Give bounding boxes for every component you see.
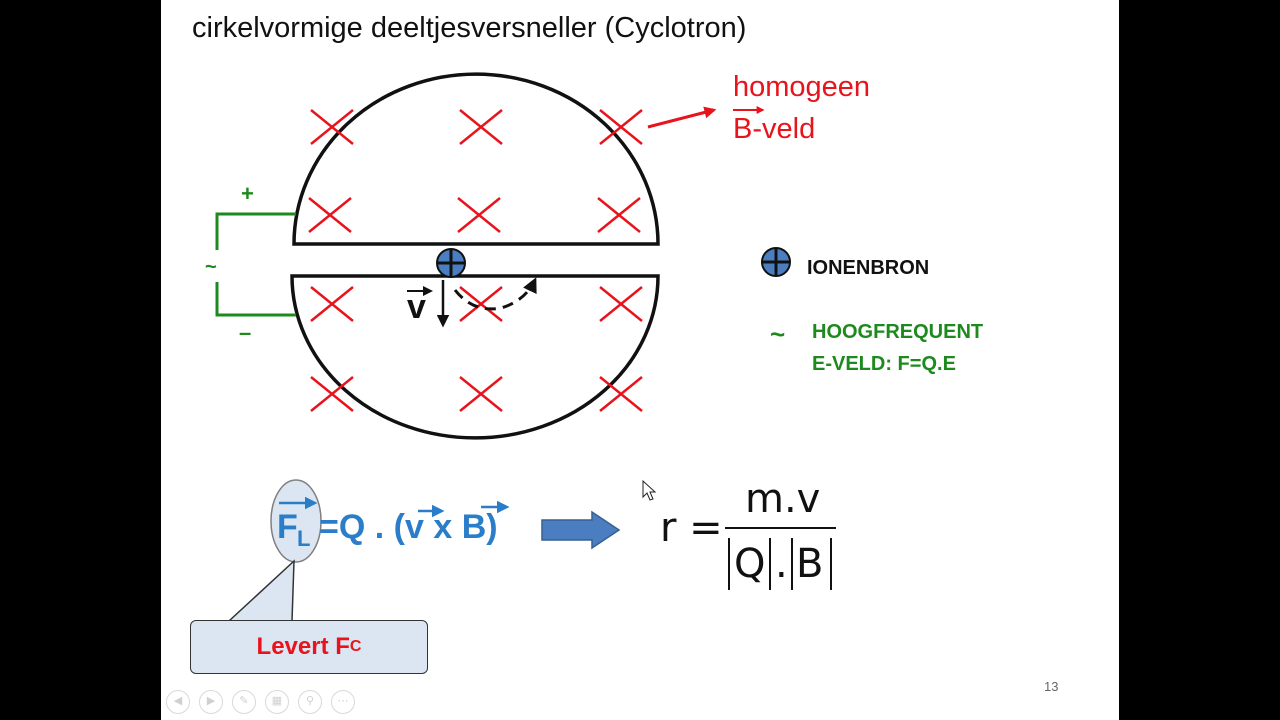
particle-path bbox=[453, 277, 537, 311]
lorentz-force-symbol: F bbox=[277, 508, 298, 546]
field-cross-icon bbox=[457, 197, 501, 233]
callout-subscript: C bbox=[349, 638, 362, 655]
radius-dot: . bbox=[775, 541, 788, 587]
field-cross-icon bbox=[599, 376, 643, 412]
pen-icon[interactable]: ✎ bbox=[232, 690, 256, 714]
hf-label-line1: HOOGFREQUENT bbox=[812, 321, 983, 343]
field-cross-icon bbox=[310, 286, 354, 322]
more-icon[interactable]: ⋯ bbox=[331, 690, 355, 714]
lower-dee bbox=[290, 274, 660, 440]
ion-source-icon bbox=[436, 248, 466, 278]
ac-source-tilde: ~ bbox=[205, 256, 217, 278]
legend-ion-icon bbox=[761, 247, 791, 277]
field-cross-icon bbox=[599, 286, 643, 322]
field-cross-icon bbox=[310, 376, 354, 412]
field-cross-icon bbox=[459, 376, 503, 412]
plus-terminal: + bbox=[241, 181, 254, 206]
prev-icon[interactable]: ◀ bbox=[166, 690, 190, 714]
radius-b: B bbox=[796, 541, 823, 587]
radius-numerator: m.v bbox=[745, 476, 820, 522]
lorentz-force-subscript: L bbox=[297, 526, 310, 551]
zoom-icon[interactable]: ⚲ bbox=[298, 690, 322, 714]
minus-terminal: – bbox=[239, 320, 251, 345]
hf-tilde: ~ bbox=[770, 319, 785, 349]
circuit-wire-top bbox=[215, 212, 296, 250]
field-cross-icon bbox=[599, 109, 643, 145]
lorentz-formula-rest: =Q . (v x B) bbox=[319, 508, 498, 546]
mouse-cursor-icon bbox=[642, 479, 657, 501]
slide-title: cirkelvormige deeltjesversneller (Cyclot… bbox=[192, 12, 747, 44]
field-cross-icon bbox=[459, 109, 503, 145]
next-icon[interactable]: ▶ bbox=[199, 690, 223, 714]
circuit-wire-bottom bbox=[215, 282, 296, 317]
player-controls: ◀ ▶ ✎ ▦ ⚲ ⋯ bbox=[166, 690, 355, 714]
field-cross-icon bbox=[310, 109, 354, 145]
callout-text: Levert F bbox=[256, 633, 350, 660]
field-cross-icon bbox=[459, 286, 503, 322]
radius-lhs: r = bbox=[660, 505, 723, 551]
velocity-label: v bbox=[407, 288, 426, 326]
implies-arrow bbox=[541, 510, 621, 550]
slide: cirkelvormige deeltjesversneller (Cyclot… bbox=[161, 0, 1119, 720]
page-number: 13 bbox=[1044, 679, 1059, 694]
field-cross-icon bbox=[597, 197, 641, 233]
hf-label-line2: E-VELD: F=Q.E bbox=[812, 353, 956, 375]
radius-q: Q bbox=[734, 541, 765, 587]
cyclotron-diagram: homogeen B-veld + – ~ v IONENBRON ~ HOOG bbox=[205, 71, 983, 622]
field-pointer-arrow bbox=[647, 106, 717, 129]
upper-dee bbox=[292, 72, 660, 246]
field-label-line2: B-veld bbox=[733, 113, 815, 145]
callout-pointer bbox=[227, 559, 295, 622]
field-crosses bbox=[308, 109, 643, 412]
slides-icon[interactable]: ▦ bbox=[265, 690, 289, 714]
field-label-line1: homogeen bbox=[733, 71, 870, 103]
ion-source-label: IONENBRON bbox=[807, 257, 929, 279]
field-cross-icon bbox=[308, 197, 352, 233]
